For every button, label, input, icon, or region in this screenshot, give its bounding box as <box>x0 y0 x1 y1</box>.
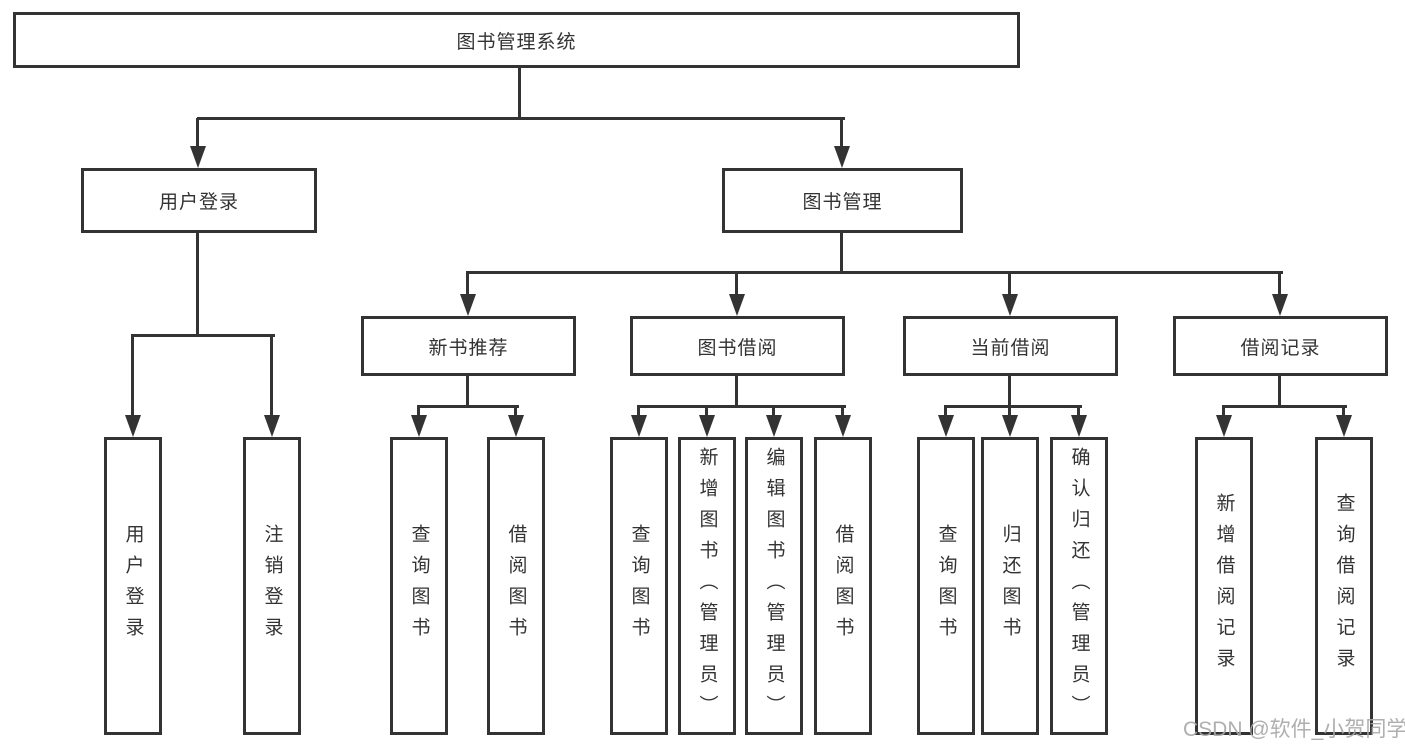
node-leaf-borrow-books-recommend: 借阅图书 <box>487 437 545 735</box>
connector-stub <box>637 406 640 417</box>
node-user-login: 用户登录 <box>81 168 317 233</box>
csdn-watermark: CSDN @软件_小贺同学 <box>1183 718 1405 741</box>
arrow-down-icon <box>1002 415 1018 437</box>
connector-stub <box>840 118 843 148</box>
connector-stub <box>841 406 844 417</box>
arrow-down-icon <box>835 415 851 437</box>
arrow-down-icon <box>190 146 206 168</box>
node-leaf-user-login: 用户登录 <box>104 437 162 735</box>
connector-book-borrow-bar <box>637 405 846 408</box>
node-borrowing-records: 借阅记录 <box>1173 316 1388 376</box>
connector-root-stem <box>518 66 521 120</box>
node-book-management: 图书管理 <box>722 168 963 233</box>
connector-stub <box>944 406 947 417</box>
arrow-down-icon <box>834 146 850 168</box>
connector-book-borrow-stem <box>735 374 738 407</box>
node-leaf-query-books-recommend: 查询图书 <box>390 437 448 735</box>
arrow-down-icon <box>1002 294 1018 316</box>
arrow-down-icon <box>125 415 141 437</box>
connector-new-book-stem <box>466 374 469 407</box>
connector-stub <box>131 335 134 417</box>
connector-stub <box>772 406 775 417</box>
connector-user-login-stem <box>196 231 199 337</box>
node-leaf-edit-books-admin: 编辑图书（管理员） <box>745 437 803 735</box>
node-new-book-recommend: 新书推荐 <box>361 316 576 376</box>
arrow-down-icon <box>411 415 427 437</box>
arrow-down-icon <box>264 415 280 437</box>
arrow-down-icon <box>460 294 476 316</box>
node-leaf-add-borrow-record: 新增借阅记录 <box>1195 437 1253 735</box>
connector-book-mgmt-stem <box>840 231 843 274</box>
arrow-down-icon <box>938 415 954 437</box>
arrow-down-icon <box>729 294 745 316</box>
arrow-down-icon <box>1071 415 1087 437</box>
connector-level2-bar <box>197 117 845 120</box>
arrow-down-icon <box>508 415 524 437</box>
connector-stub <box>705 406 708 417</box>
connector-stub <box>514 406 517 417</box>
node-book-borrowing: 图书借阅 <box>630 316 845 376</box>
connector-stub <box>1008 406 1011 417</box>
node-leaf-logout: 注销登录 <box>243 437 301 735</box>
arrow-down-icon <box>1336 415 1352 437</box>
node-leaf-confirm-return-admin: 确认归还（管理员） <box>1050 437 1108 735</box>
node-leaf-return-books: 归还图书 <box>981 437 1039 735</box>
connector-stub <box>1222 406 1225 417</box>
node-leaf-borrow-books: 借阅图书 <box>814 437 872 735</box>
arrow-down-icon <box>699 415 715 437</box>
connector-borrow-record-bar <box>1222 405 1347 408</box>
connector-new-book-bar <box>417 405 519 408</box>
connector-stub <box>1278 272 1281 296</box>
connector-stub <box>1008 272 1011 296</box>
connector-level3-bar <box>466 271 1283 274</box>
connector-stub <box>1077 406 1080 417</box>
node-leaf-query-borrow-record: 查询借阅记录 <box>1315 437 1373 735</box>
node-leaf-query-books-borrow: 查询图书 <box>610 437 668 735</box>
arrow-down-icon <box>766 415 782 437</box>
connector-stub <box>270 335 273 417</box>
node-current-borrowing: 当前借阅 <box>903 316 1118 376</box>
connector-current-borrow-bar <box>944 405 1082 408</box>
node-leaf-add-books-admin: 新增图书（管理员） <box>678 437 736 735</box>
connector-current-borrow-stem <box>1008 374 1011 407</box>
node-root: 图书管理系统 <box>13 12 1020 68</box>
connector-stub <box>1342 406 1345 417</box>
connector-stub <box>466 272 469 296</box>
arrow-down-icon <box>1272 294 1288 316</box>
node-leaf-query-books-current: 查询图书 <box>917 437 975 735</box>
connector-user-login-bar <box>131 334 275 337</box>
connector-stub <box>735 272 738 296</box>
arrow-down-icon <box>631 415 647 437</box>
connector-stub <box>196 118 199 148</box>
arrow-down-icon <box>1216 415 1232 437</box>
connector-stub <box>417 406 420 417</box>
connector-borrow-record-stem <box>1278 374 1281 407</box>
